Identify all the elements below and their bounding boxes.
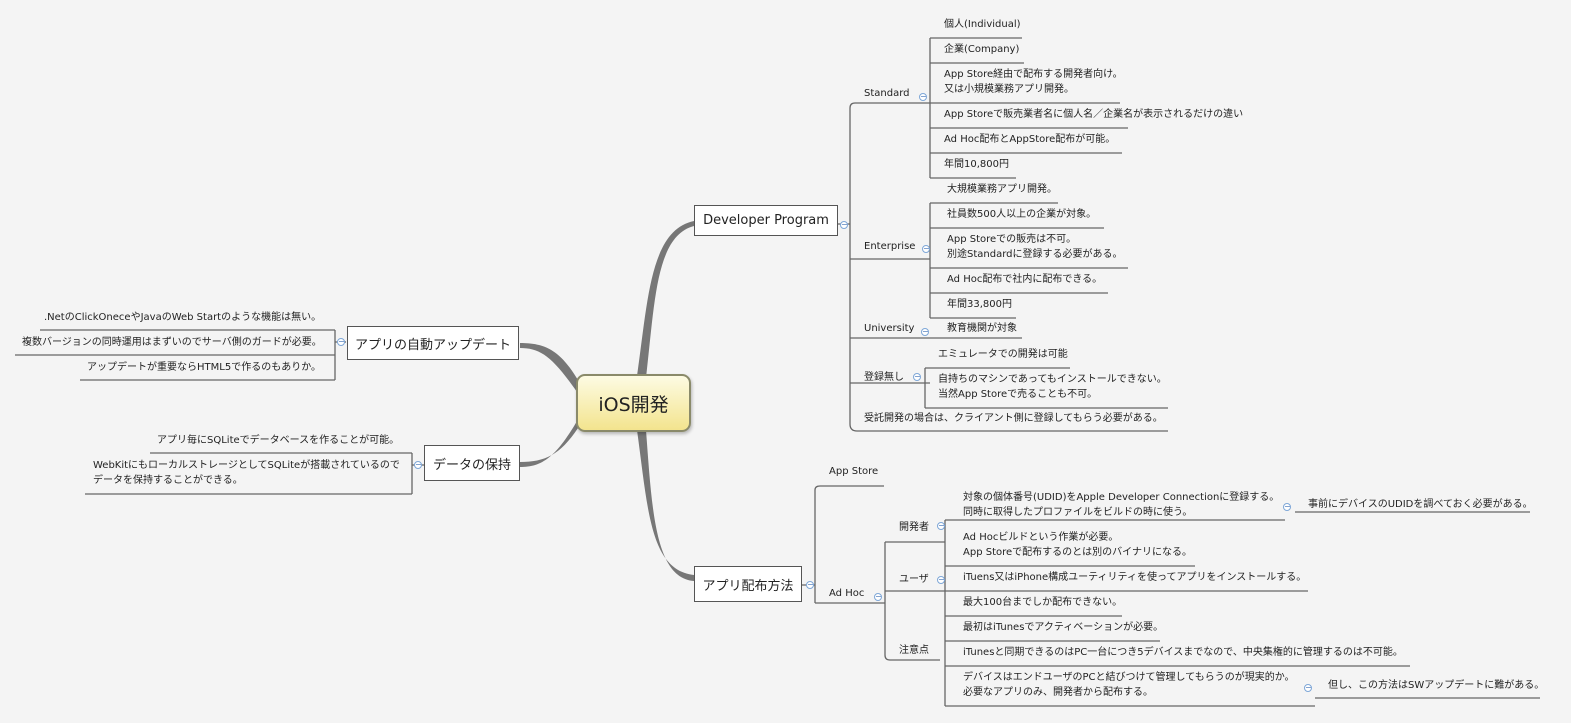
user-label[interactable]: ユーザ: [899, 574, 929, 585]
standard-label[interactable]: Standard: [864, 88, 910, 99]
collapse-icon[interactable]: −: [921, 327, 929, 336]
collapse-icon[interactable]: −: [337, 337, 345, 346]
developer-item: 同時に取得したプロファイルをビルドの時に使う。: [963, 507, 1193, 518]
enterprise-label[interactable]: Enterprise: [864, 241, 916, 252]
data-storage-item: アプリ毎にSQLiteでデータベースを作ることが可能。: [157, 435, 400, 446]
standard-item: 個人(Individual): [944, 19, 1021, 30]
developer-label[interactable]: 開発者: [899, 522, 929, 533]
developer-item: 対象の個体番号(UDID)をApple Developer Connection…: [963, 492, 1280, 503]
collapse-icon[interactable]: −: [874, 592, 882, 601]
enterprise-item: 社員数500人以上の企業が対象。: [947, 209, 1097, 220]
developer-item: Ad Hocビルドという作業が必要。: [963, 532, 1119, 543]
developer-sub: 事前にデバイスのUDIDを調べておく必要がある。: [1308, 499, 1533, 510]
data-storage-item: データを保持することができる。: [93, 475, 243, 486]
standard-item: Ad Hoc配布とAppStore配布が可能。: [944, 134, 1116, 145]
app-store-label[interactable]: App Store: [829, 466, 879, 477]
auto-update-label: アプリの自動アップデート: [354, 337, 511, 353]
data-storage-node[interactable]: データの保持: [424, 445, 520, 481]
standard-item: App Store経由で配布する開発者向け。: [944, 69, 1123, 80]
contract-note: 受託開発の場合は、クライアント側に登録してもらう必要がある。: [864, 413, 1163, 424]
collapse-icon[interactable]: −: [937, 521, 945, 530]
university-label[interactable]: University: [864, 323, 915, 334]
caution-item: デバイスはエンドユーザのPCと結びつけて管理してもらうのが現実的か。: [963, 672, 1295, 683]
branch-developer-program: [637, 221, 694, 378]
caution-item: 最初はiTunesでアクティベーションが必要。: [963, 622, 1164, 633]
collapse-icon[interactable]: −: [1283, 502, 1291, 511]
auto-update-item: .NetのClickOneceやJavaのWeb Startのような機能は無い。: [44, 312, 322, 323]
unregistered-item: 当然App Storeで売ることも不可。: [938, 389, 1098, 400]
unregistered-label[interactable]: 登録無し: [864, 372, 904, 383]
root-label: iOS開発: [598, 393, 669, 416]
standard-item: App Storeで販売業者名に個人名／企業名が表示されるだけの違い: [944, 109, 1244, 120]
root-node[interactable]: iOS開発: [576, 374, 691, 432]
auto-update-item: アップデートが重要ならHTML5で作るのもありか。: [87, 362, 321, 373]
standard-item: 企業(Company): [944, 44, 1020, 55]
unregistered-item: 自持ちのマシンであってもインストールできない。: [938, 374, 1167, 385]
branch-distribution: [637, 430, 694, 581]
enterprise-item: 大規模業務アプリ開発。: [947, 184, 1057, 195]
developer-item: App Storeで配布するのとは別のバイナリになる。: [963, 547, 1192, 558]
auto-update-node[interactable]: アプリの自動アップデート: [347, 326, 519, 360]
developer-program-node[interactable]: Developer Program: [694, 205, 838, 236]
branch-data-storage: [520, 416, 580, 467]
caution-item: 最大100台までしか配布できない。: [963, 597, 1123, 608]
caution-item: iTunesと同期できるのはPC一台につき5デバイスまでなので、中央集権的に管理…: [963, 647, 1403, 658]
collapse-icon[interactable]: −: [840, 220, 848, 229]
ad-hoc-label[interactable]: Ad Hoc: [829, 588, 865, 599]
enterprise-item: 別途Standardに登録する必要がある。: [947, 249, 1123, 260]
enterprise-item: Ad Hoc配布で社内に配布できる。: [947, 274, 1103, 285]
collapse-icon[interactable]: −: [913, 372, 921, 381]
distribution-label: アプリ配布方法: [702, 578, 794, 594]
auto-update-item: 複数バージョンの同時運用はまずいのでサーバ側のガードが必要。: [22, 337, 322, 348]
enterprise-item: 年間33,800円: [947, 299, 1012, 310]
data-storage-item: WebKitにもローカルストレージとしてSQLiteが搭載されているので: [93, 460, 400, 471]
university-item: 教育機関が対象: [947, 323, 1017, 334]
enterprise-item: App Storeでの販売は不可。: [947, 234, 1077, 245]
collapse-icon[interactable]: −: [919, 92, 927, 101]
standard-item: 又は小規模業務アプリ開発。: [944, 84, 1074, 95]
caution-label[interactable]: 注意点: [899, 645, 929, 656]
main-branches: [520, 221, 694, 581]
developer-program-label: Developer Program: [703, 213, 829, 228]
collapse-icon[interactable]: −: [937, 575, 945, 584]
caution-item: 必要なアプリのみ、開発者から配布する。: [963, 687, 1153, 698]
collapse-icon[interactable]: −: [414, 460, 422, 469]
collapse-icon[interactable]: −: [806, 580, 814, 589]
user-item: iTuens又はiPhone構成ユーティリティを使ってアプリをインストールする。: [963, 572, 1307, 583]
caution-sub: 但し、この方法はSWアップデートに難がある。: [1328, 680, 1545, 691]
standard-item: 年間10,800円: [944, 159, 1009, 170]
collapse-icon[interactable]: −: [922, 244, 930, 253]
branch-auto-update: [520, 343, 578, 392]
distribution-node[interactable]: アプリ配布方法: [694, 566, 802, 602]
collapse-icon[interactable]: −: [1304, 683, 1312, 692]
unregistered-item: エミュレータでの開発は可能: [938, 349, 1068, 360]
data-storage-label: データの保持: [432, 457, 511, 473]
